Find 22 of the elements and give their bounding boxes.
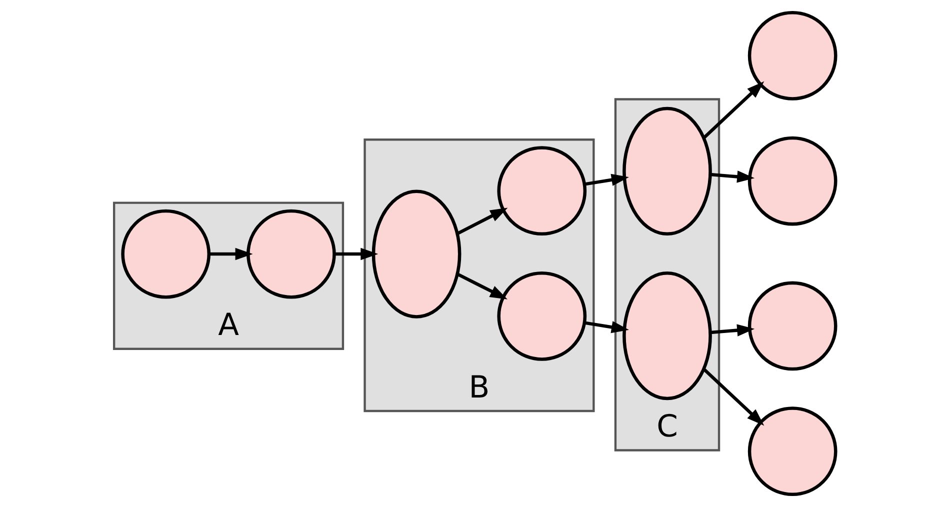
node-ellipse [371,190,461,318]
arrow [456,272,508,300]
arrow [584,321,628,334]
arrow [710,170,754,183]
node-circle [747,136,837,226]
arrow [584,174,628,186]
node-circle [246,209,336,299]
cluster: B [363,138,594,412]
cluster: C [614,98,720,452]
node-ellipse [622,271,712,400]
arrow [702,368,764,426]
node-circle [496,271,586,361]
arrow [208,248,252,260]
node-circle [496,146,586,236]
cluster: A [112,202,344,350]
arrow [456,208,508,236]
node-circle [120,209,210,299]
arrow [334,248,378,260]
arrow [710,324,754,336]
node-ellipse [622,106,712,236]
node-circle [747,281,837,371]
arrow [702,81,764,139]
